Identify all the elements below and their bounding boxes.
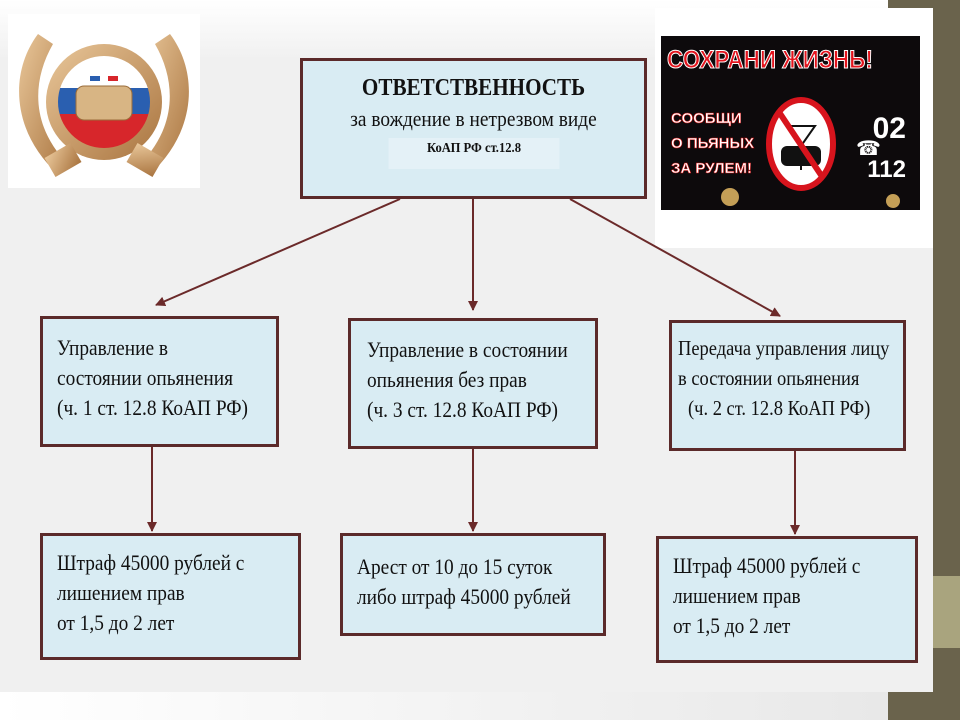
penalty-line: от 1,5 до 2 лет (57, 610, 175, 635)
penalty-line: от 1,5 до 2 лет (673, 613, 791, 638)
violation-line: (ч. 1 ст. 12.8 КоАП РФ) (57, 395, 249, 420)
phone-number-02: 02 (872, 112, 906, 145)
penalty-line: Арест от 10 до 15 суток (357, 554, 553, 579)
arrow-left (155, 198, 401, 306)
phone-icon: ☎ (856, 138, 881, 160)
banner-message-line: ЗА РУЛЕМ! (671, 160, 752, 178)
save-life-banner: СОХРАНИ ЖИЗНЬ! СООБЩИ О ПЬЯНЫХ ЗА РУЛЕМ!… (661, 36, 920, 210)
violation-line: Управление в (57, 335, 169, 360)
penalty-box-3: Штраф 45000 рублей с лишением прав от 1,… (656, 536, 918, 663)
violation-box-3: Передача управления лицу в состоянии опь… (669, 320, 906, 451)
penalty-box-2: Арест от 10 до 15 суток либо штраф 45000… (340, 533, 606, 636)
penalty-line: либо штраф 45000 рублей (357, 584, 571, 609)
violation-line: в состоянии опьянения (678, 366, 860, 390)
title-heading: ОТВЕТСТВЕННОСТЬ (361, 75, 586, 101)
banner-message-line: О ПЬЯНЫХ (671, 135, 755, 153)
penalty-box-1: Штраф 45000 рублей с лишением прав от 1,… (40, 533, 301, 660)
responsibility-title-box: ОТВЕТСТВЕННОСТЬ за вождение в нетрезвом … (300, 58, 647, 199)
violation-line: Передача управления лицу (678, 336, 890, 360)
banner-headline: СОХРАНИ ЖИЗНЬ! (667, 46, 874, 75)
traffic-police-emblem (8, 14, 200, 188)
violation-line: Управление в состоянии (367, 337, 568, 362)
no-drunk-driving-icon (766, 97, 836, 191)
title-subheading: за вождение в нетрезвом виде (350, 106, 597, 131)
phone-number-112: 112 (867, 156, 906, 183)
banner-message-line: СООБЩИ (671, 110, 742, 128)
violation-line: (ч. 2 ст. 12.8 КоАП РФ) (688, 396, 871, 420)
violation-box-2: Управление в состоянии опьянения без пра… (348, 318, 598, 449)
penalty-line: лишением прав (57, 580, 185, 605)
penalty-line: Штраф 45000 рублей с (57, 550, 245, 575)
violation-line: опьянения без прав (367, 367, 527, 392)
banner-message: СООБЩИ О ПЬЯНЫХ ЗА РУЛЕМ! (671, 106, 755, 181)
violation-line: (ч. 3 ст. 12.8 КоАП РФ) (367, 397, 559, 422)
arrow-right (569, 198, 781, 317)
penalty-line: лишением прав (673, 583, 801, 608)
law-reference: КоАП РФ ст.12.8 (388, 138, 559, 169)
slide-bottom-strip (0, 692, 888, 720)
violation-line: состоянии опьянения (57, 365, 234, 390)
sidebar-accent-band (933, 576, 960, 648)
penalty-line: Штраф 45000 рублей с (673, 553, 861, 578)
violation-box-1: Управление в состоянии опьянения (ч. 1 с… (40, 316, 279, 447)
